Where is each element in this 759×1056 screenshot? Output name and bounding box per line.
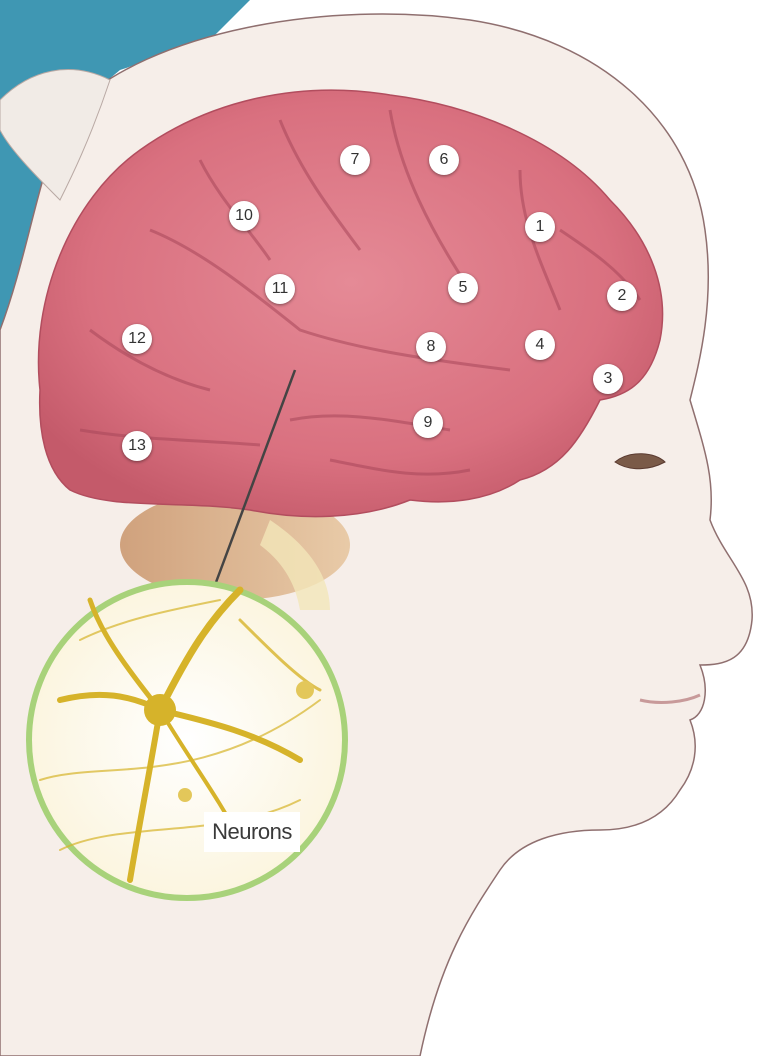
region-marker-3: 3 [593, 364, 623, 394]
region-marker-4: 4 [525, 330, 555, 360]
neurons-label: Neurons [204, 812, 300, 852]
region-marker-5: 5 [448, 273, 478, 303]
region-marker-11: 11 [265, 274, 295, 304]
region-marker-1: 1 [525, 212, 555, 242]
region-marker-6: 6 [429, 145, 459, 175]
region-marker-8: 8 [416, 332, 446, 362]
region-marker-7: 7 [340, 145, 370, 175]
region-marker-13: 13 [122, 431, 152, 461]
region-marker-12: 12 [122, 324, 152, 354]
region-marker-2: 2 [607, 281, 637, 311]
region-marker-10: 10 [229, 201, 259, 231]
region-marker-9: 9 [413, 408, 443, 438]
